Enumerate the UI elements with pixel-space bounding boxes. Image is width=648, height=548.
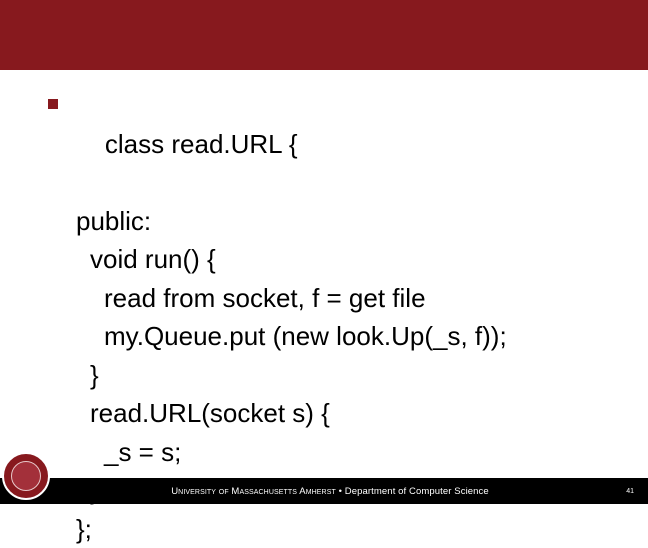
code-line: read from socket, f = get file — [48, 279, 628, 318]
code-line: read.URL(socket s) { — [48, 394, 628, 433]
code-line: public: — [48, 202, 628, 241]
code-line: }; — [48, 510, 628, 548]
bullet-item: class read.URL { — [48, 86, 628, 202]
code-line: void run() { — [48, 240, 628, 279]
footer-department: Department of Computer Science — [345, 486, 489, 497]
code-line: _s = s; — [48, 433, 628, 472]
header-bar — [0, 0, 648, 70]
footer-university: University of Massachusetts Amherst — [171, 486, 336, 497]
footer-text: University of Massachusetts Amherst • De… — [0, 486, 648, 497]
footer-separator: • — [339, 486, 342, 497]
code-line: my.Queue.put (new look.Up(_s, f)); — [48, 317, 628, 356]
code-line-class-decl: class read.URL { — [77, 129, 298, 159]
square-bullet-icon — [48, 99, 58, 109]
code-line: } — [48, 356, 628, 395]
page-number: 41 — [626, 488, 634, 495]
